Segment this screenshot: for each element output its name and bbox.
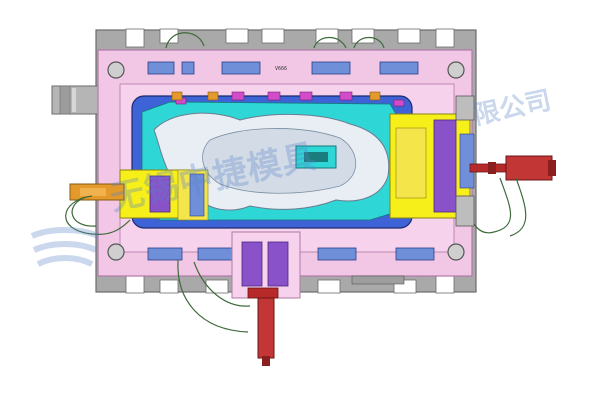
right-cylinder (469, 155, 556, 181)
left-lifter (69, 183, 125, 201)
right-side-details (351, 95, 475, 285)
cooling-slots (147, 61, 435, 261)
hydraulic-hoses (65, 32, 527, 333)
left-slider (119, 169, 209, 221)
bottom-slider (231, 231, 301, 366)
right-slider (389, 113, 475, 219)
cavity (131, 91, 413, 229)
left-ejector-stub (51, 85, 99, 115)
plate-label: V666 (275, 66, 288, 72)
